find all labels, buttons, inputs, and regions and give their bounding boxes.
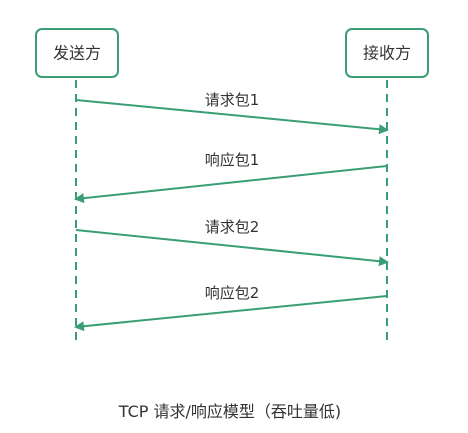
message-arrow [75, 229, 389, 267]
diagram-caption: TCP 请求/响应模型（吞吐量低) [118, 402, 341, 421]
message-response-1: 响应包1 [74, 151, 388, 204]
receiver-label: 接收方 [363, 44, 411, 63]
message-arrow [74, 165, 388, 204]
sender-node: 发送方 [35, 28, 119, 78]
receiver-box [345, 28, 429, 78]
receiver-node: 接收方 [345, 28, 429, 78]
message-label: 响应包1 [205, 151, 260, 169]
message-label: 响应包2 [205, 284, 260, 302]
message-response-2: 响应包2 [74, 284, 388, 332]
message-label: 请求包1 [205, 91, 260, 109]
message-request-1: 请求包1 [75, 91, 389, 135]
message-request-2: 请求包2 [75, 218, 389, 267]
message-label: 请求包2 [205, 218, 260, 236]
sender-label: 发送方 [53, 44, 101, 63]
message-arrow [74, 295, 388, 332]
sender-box [35, 28, 119, 78]
message-arrow [75, 99, 389, 135]
